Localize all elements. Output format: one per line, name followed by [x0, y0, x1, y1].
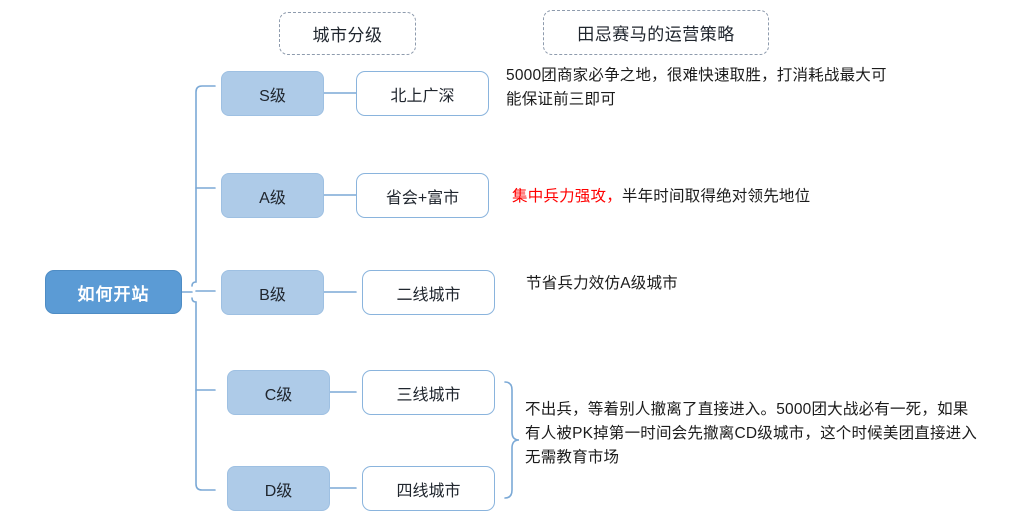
note-strategy-a-rest: 半年时间取得绝对领先地位 — [621, 188, 811, 205]
tier-box-s[interactable]: S级 — [221, 71, 324, 116]
city-box-c[interactable]: 三线城市 — [362, 370, 495, 415]
header-operating-strategy: 田忌赛马的运营策略 — [543, 10, 769, 55]
trunk-up — [191, 85, 216, 287]
note-strategy-s: 5000团商家必争之地，很难快速取胜，打消耗战最大可能保证前三即可 — [506, 67, 887, 108]
city-box-b[interactable]: 二线城市 — [362, 270, 495, 315]
note-strategy-a-emphasis: 集中兵力强攻， — [512, 188, 622, 205]
trunk-down — [191, 297, 216, 491]
tier-box-a[interactable]: A级 — [221, 173, 324, 218]
note-strategy-cd: 不出兵，等着别人撤离了直接进入。5000团大战必有一死，如果有人被PK掉第一时间… — [525, 401, 978, 466]
root-node-how-to-open-site[interactable]: 如何开站 — [45, 270, 182, 314]
header-city-tier: 城市分级 — [279, 12, 416, 55]
city-box-d[interactable]: 四线城市 — [362, 466, 495, 511]
tier-box-c[interactable]: C级 — [227, 370, 330, 415]
city-box-s[interactable]: 北上广深 — [356, 71, 489, 116]
tier-box-d[interactable]: D级 — [227, 466, 330, 511]
note-strategy-b: 节省兵力效仿A级城市 — [526, 275, 678, 292]
brace-cd — [504, 381, 520, 499]
note-strategy-a: 集中兵力强攻，半年时间取得绝对领先地位 — [512, 185, 932, 209]
city-box-a[interactable]: 省会+富市 — [356, 173, 489, 218]
tier-box-b[interactable]: B级 — [221, 270, 324, 315]
